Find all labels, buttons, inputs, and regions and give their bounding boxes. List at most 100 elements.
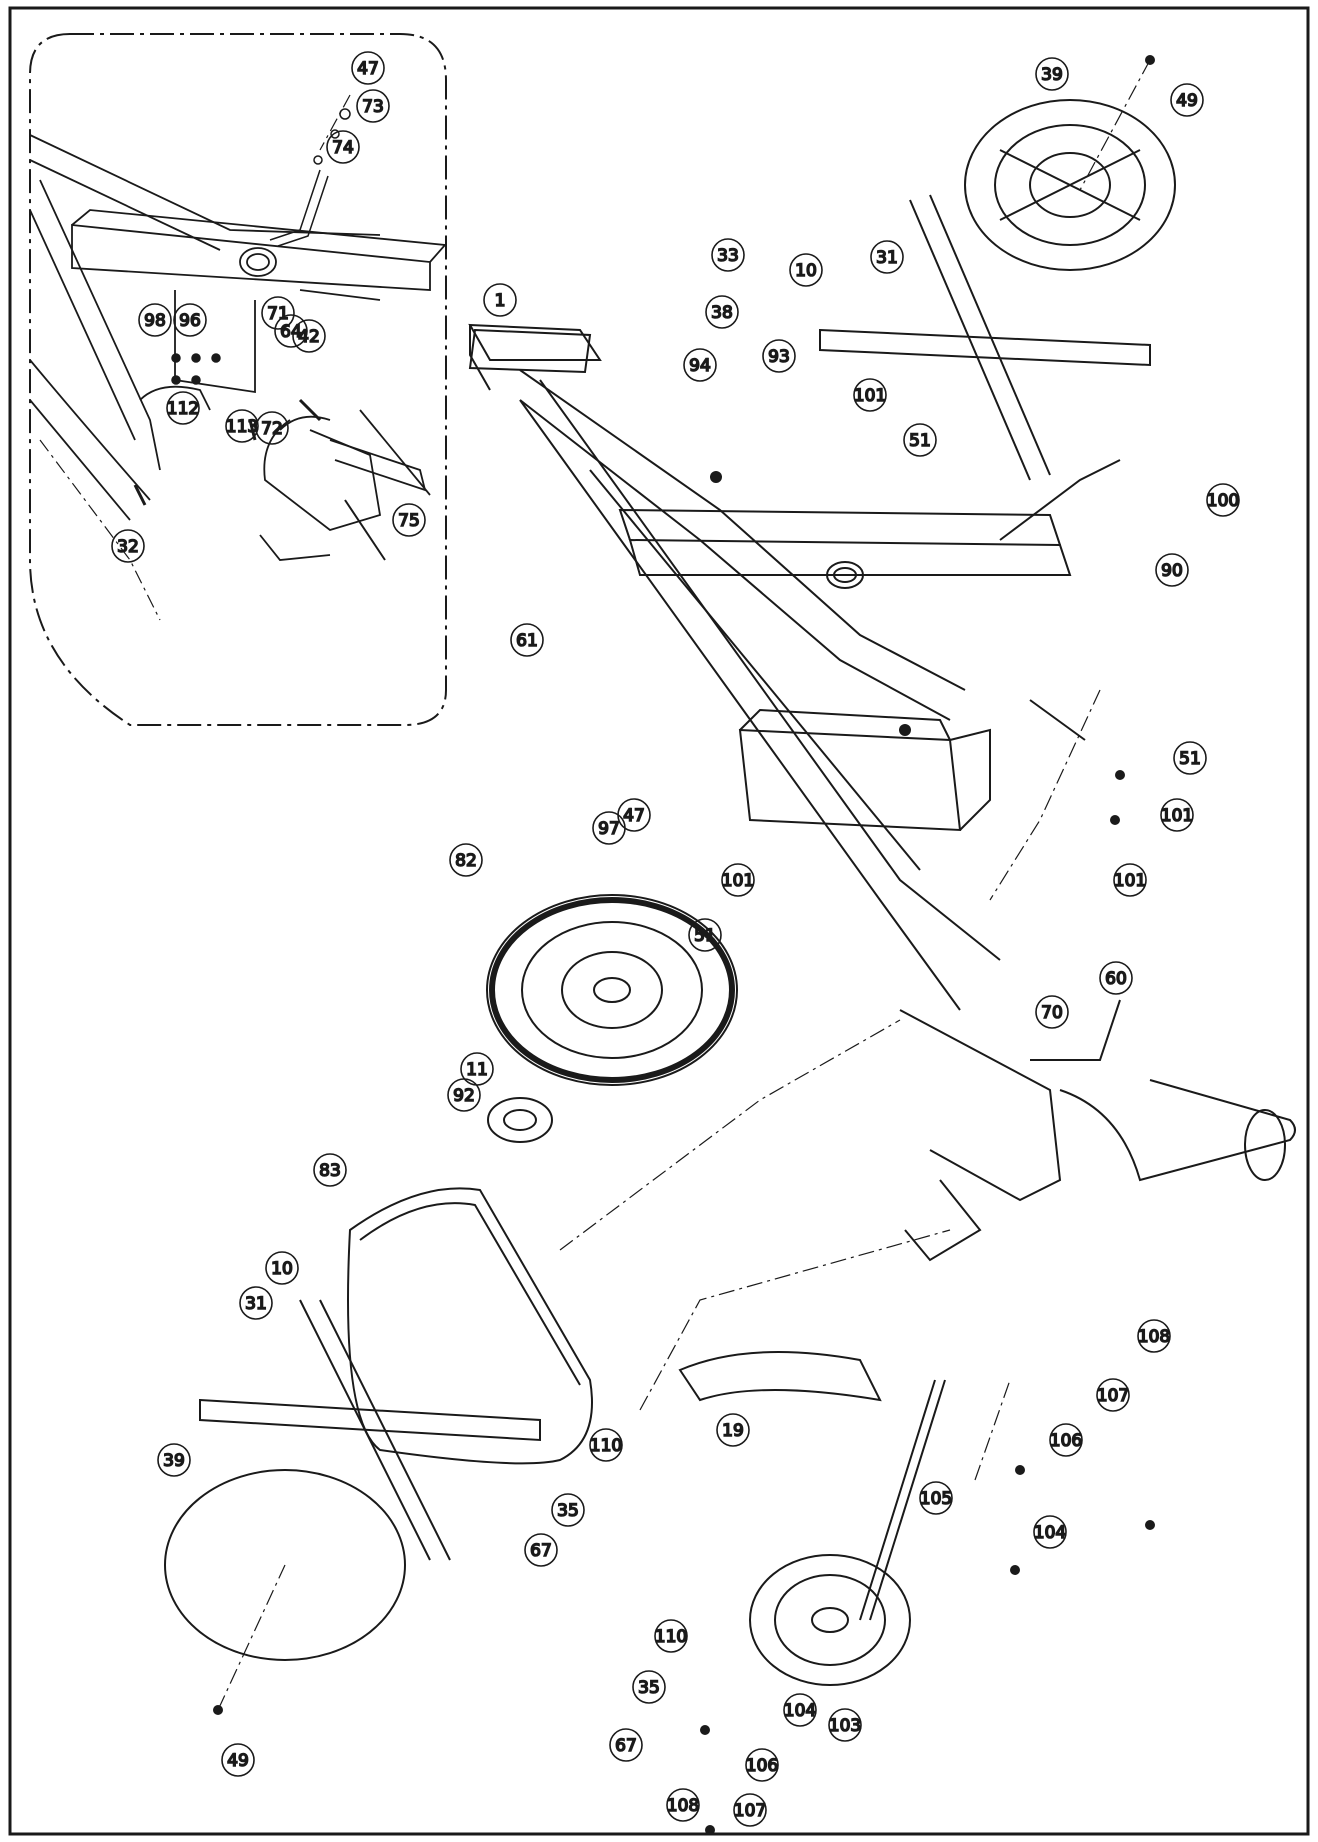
svg-text:71: 71 (267, 304, 289, 324)
svg-text:110: 110 (655, 1627, 687, 1647)
pulley (487, 1097, 553, 1143)
callout-75: 75 (392, 503, 426, 537)
callout-10: 10 (789, 253, 823, 287)
svg-text:90: 90 (1161, 561, 1183, 581)
leader-lines (217, 59, 1151, 1711)
svg-text:42: 42 (298, 327, 320, 347)
callout-92: 92 (447, 1078, 481, 1112)
callout-72: 72 (255, 411, 289, 445)
callout-108: 108 (1137, 1319, 1171, 1353)
inset-small-parts (133, 108, 386, 561)
callout-51c: 51 (688, 918, 722, 952)
svg-text:103: 103 (829, 1716, 861, 1736)
svg-text:107: 107 (1097, 1386, 1129, 1406)
svg-text:49: 49 (1176, 91, 1198, 111)
svg-text:107: 107 (734, 1801, 766, 1821)
callout-1: 1 (483, 283, 517, 317)
svg-text:51: 51 (1179, 749, 1201, 769)
callout-112: 112 (166, 391, 200, 425)
svg-text:67: 67 (615, 1736, 637, 1756)
detail-inset (29, 33, 447, 726)
svg-text:108: 108 (667, 1796, 699, 1816)
callout-82: 82 (449, 843, 483, 877)
callout-31b: 31 (239, 1286, 273, 1320)
svg-text:101: 101 (1161, 806, 1193, 826)
callout-60: 60 (1099, 961, 1133, 995)
callout-39b: 39 (157, 1443, 191, 1477)
svg-text:19: 19 (722, 1421, 744, 1441)
callout-49: 49 (1170, 83, 1204, 117)
svg-text:51: 51 (694, 926, 716, 946)
svg-text:39: 39 (1041, 65, 1063, 85)
svg-text:74: 74 (332, 138, 354, 158)
callout-108b: 108 (666, 1788, 700, 1822)
crank-assembly (678, 1351, 946, 1686)
svg-text:72: 72 (261, 419, 283, 439)
callout-38: 38 (705, 295, 739, 329)
callout-61: 61 (510, 623, 544, 657)
svg-text:101: 101 (1114, 871, 1146, 891)
callout-113: 113 (225, 409, 259, 443)
callout-104b: 104 (783, 1693, 817, 1727)
callout-106b: 106 (745, 1748, 779, 1782)
callout-73: 73 (356, 89, 390, 123)
svg-text:1: 1 (495, 291, 506, 311)
svg-text:98: 98 (144, 311, 166, 331)
callout-101d: 101 (721, 863, 755, 897)
svg-text:35: 35 (557, 1501, 579, 1521)
callout-97: 97 (592, 811, 626, 845)
callout-51b: 51 (1173, 741, 1207, 775)
callout-11: 11 (460, 1052, 494, 1086)
svg-text:97: 97 (598, 819, 620, 839)
left-stabilizer (164, 1299, 541, 1661)
svg-text:100: 100 (1207, 491, 1239, 511)
callout-47c: 47 (351, 51, 385, 85)
callout-42: 42 (292, 319, 326, 353)
inset-frame (29, 134, 447, 561)
callout-105: 105 (919, 1481, 953, 1515)
callout-110b: 110 (654, 1619, 688, 1653)
svg-text:101: 101 (854, 386, 886, 406)
svg-text:60: 60 (1105, 969, 1127, 989)
page-border (8, 6, 1310, 1836)
callout-67: 67 (524, 1533, 558, 1567)
svg-text:39: 39 (163, 1451, 185, 1471)
callout-110: 110 (589, 1428, 623, 1462)
svg-text:11: 11 (466, 1060, 488, 1080)
svg-text:104: 104 (1034, 1523, 1066, 1543)
svg-text:70: 70 (1041, 1003, 1063, 1023)
svg-text:112: 112 (167, 399, 199, 419)
svg-text:10: 10 (271, 1259, 293, 1279)
callout-94: 94 (683, 348, 717, 382)
svg-text:106: 106 (746, 1756, 778, 1776)
callout-104: 104 (1033, 1515, 1067, 1549)
callouts: 1 10 31 33 38 39 49 93 94 101 51 100 90 … (111, 51, 1240, 1827)
callout-96: 96 (173, 303, 207, 337)
callout-49b: 49 (221, 1743, 255, 1777)
callout-103: 103 (828, 1708, 862, 1742)
svg-text:32: 32 (117, 537, 139, 557)
callout-31: 31 (870, 240, 904, 274)
svg-text:61: 61 (516, 631, 538, 651)
svg-text:110: 110 (590, 1436, 622, 1456)
callout-32: 32 (111, 529, 145, 563)
right-stabilizer (819, 99, 1176, 481)
flywheel (486, 894, 738, 1086)
callout-70: 70 (1035, 995, 1069, 1029)
callout-106: 106 (1049, 1423, 1083, 1457)
callout-39: 39 (1035, 57, 1069, 91)
svg-text:106: 106 (1050, 1431, 1082, 1451)
svg-text:83: 83 (319, 1161, 341, 1181)
svg-text:47: 47 (623, 806, 645, 826)
callout-71: 71 (261, 296, 295, 330)
svg-text:93: 93 (768, 347, 790, 367)
callout-101c: 101 (1113, 863, 1147, 897)
svg-text:104: 104 (784, 1701, 816, 1721)
callout-67b: 67 (609, 1728, 643, 1762)
callout-107b: 107 (733, 1793, 767, 1827)
svg-text:67: 67 (530, 1541, 552, 1561)
callout-35: 35 (551, 1493, 585, 1527)
callout-107: 107 (1096, 1378, 1130, 1412)
callout-10b: 10 (265, 1251, 299, 1285)
